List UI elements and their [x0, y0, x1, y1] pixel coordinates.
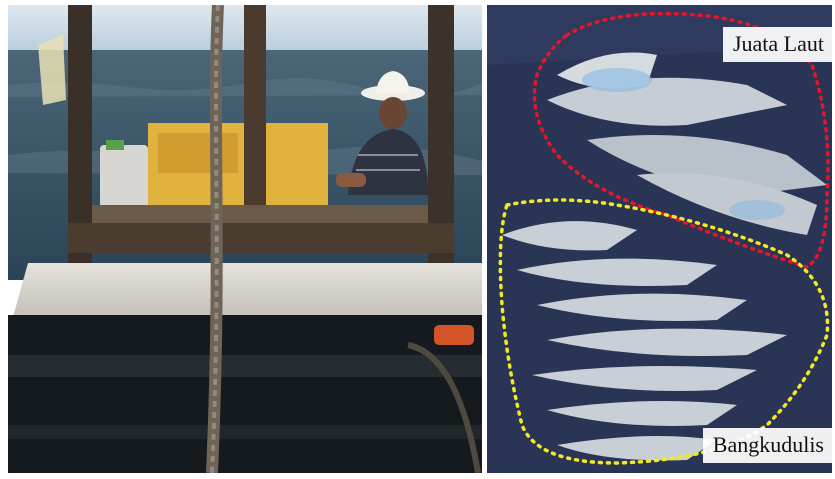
juata-laut-label: Juata Laut [722, 27, 832, 62]
fisherman [336, 71, 428, 195]
fish-catch-drawing [487, 5, 832, 473]
center-post [244, 5, 266, 227]
left-post [68, 5, 92, 263]
boat-scene-drawing [8, 5, 482, 473]
bangkudulis-label: Bangkudulis [702, 428, 832, 463]
fish-photo: Juata Laut Bangkudulis [487, 5, 832, 473]
juata-laut-fish [547, 52, 827, 235]
cross-beam [68, 223, 454, 253]
bangkudulis-outline [498, 198, 830, 465]
right-post [428, 5, 454, 263]
hull-shadow [8, 315, 482, 473]
juata-laut-outline [532, 11, 830, 269]
bangkudulis-fish [502, 221, 787, 461]
boat-photo [8, 5, 482, 473]
